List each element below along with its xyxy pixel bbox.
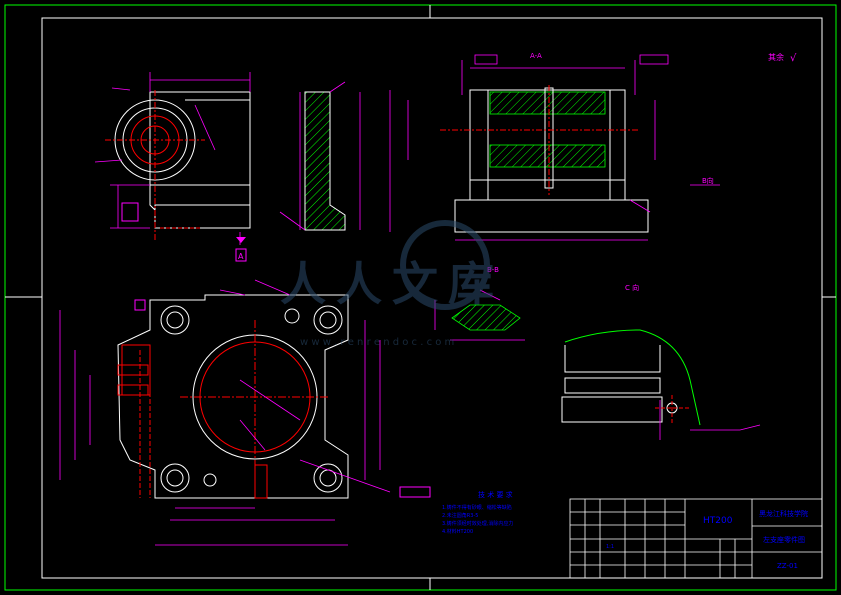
section-aa-label: A-A — [530, 52, 542, 60]
title-block-text: HT200 黑龙江科技学院 左支座零件图 ZZ-01 1:1 — [606, 509, 808, 570]
section-aa-view: A-A — [389, 52, 669, 241]
watermark: 人人文库 w w w . r e n r e n d o c . c o m — [280, 220, 504, 348]
scale-text: 1:1 — [606, 544, 614, 550]
main-view-dimensions — [94, 72, 251, 245]
roughness-note-text: 其余 — [768, 52, 784, 62]
detail-view: C 向 — [561, 283, 761, 440]
watermark-text: 人人文库 — [280, 257, 504, 311]
title-block — [569, 498, 823, 579]
view-b-marker: B向 — [690, 176, 720, 186]
watermark-url: w w w . r e n r e n d o c . c o m — [300, 337, 454, 348]
side-section — [279, 81, 361, 231]
material-text: HT200 — [703, 516, 733, 526]
tech-req-line-4: 4.材料HT200 — [442, 528, 473, 535]
view-a-marker: A — [235, 237, 247, 262]
view-b-label: B向 — [702, 176, 714, 185]
section-bb-label: B-B — [487, 266, 499, 274]
tech-req-line-1: 1.铸件不得有砂眼、缩松等缺陷 — [442, 504, 512, 511]
sheet-border — [4, 4, 837, 591]
view-b-arrow — [134, 299, 431, 498]
drawing-no-text: ZZ-01 — [777, 562, 798, 570]
roughness-note: 其余 √ — [768, 52, 797, 64]
view-a-letter: A — [238, 252, 244, 261]
top-view — [59, 279, 431, 546]
technical-requirements: 技 术 要 求 1.铸件不得有砂眼、缩松等缺陷 2.未注圆角R3-5 3.铸件须… — [442, 490, 513, 535]
part-name-text: 左支座零件图 — [763, 535, 805, 544]
roughness-check-icon: √ — [790, 53, 797, 64]
tech-req-line-2: 2.未注圆角R3-5 — [442, 512, 478, 519]
tech-req-line-3: 3.铸件须经时效处理,消除内应力 — [442, 520, 513, 527]
tech-req-title: 技 术 要 求 — [478, 490, 513, 499]
section-bb-view: B-B — [434, 266, 525, 341]
school-text: 黑龙江科技学院 — [759, 509, 808, 518]
main-view — [105, 90, 251, 240]
detail-label: C 向 — [625, 283, 639, 292]
